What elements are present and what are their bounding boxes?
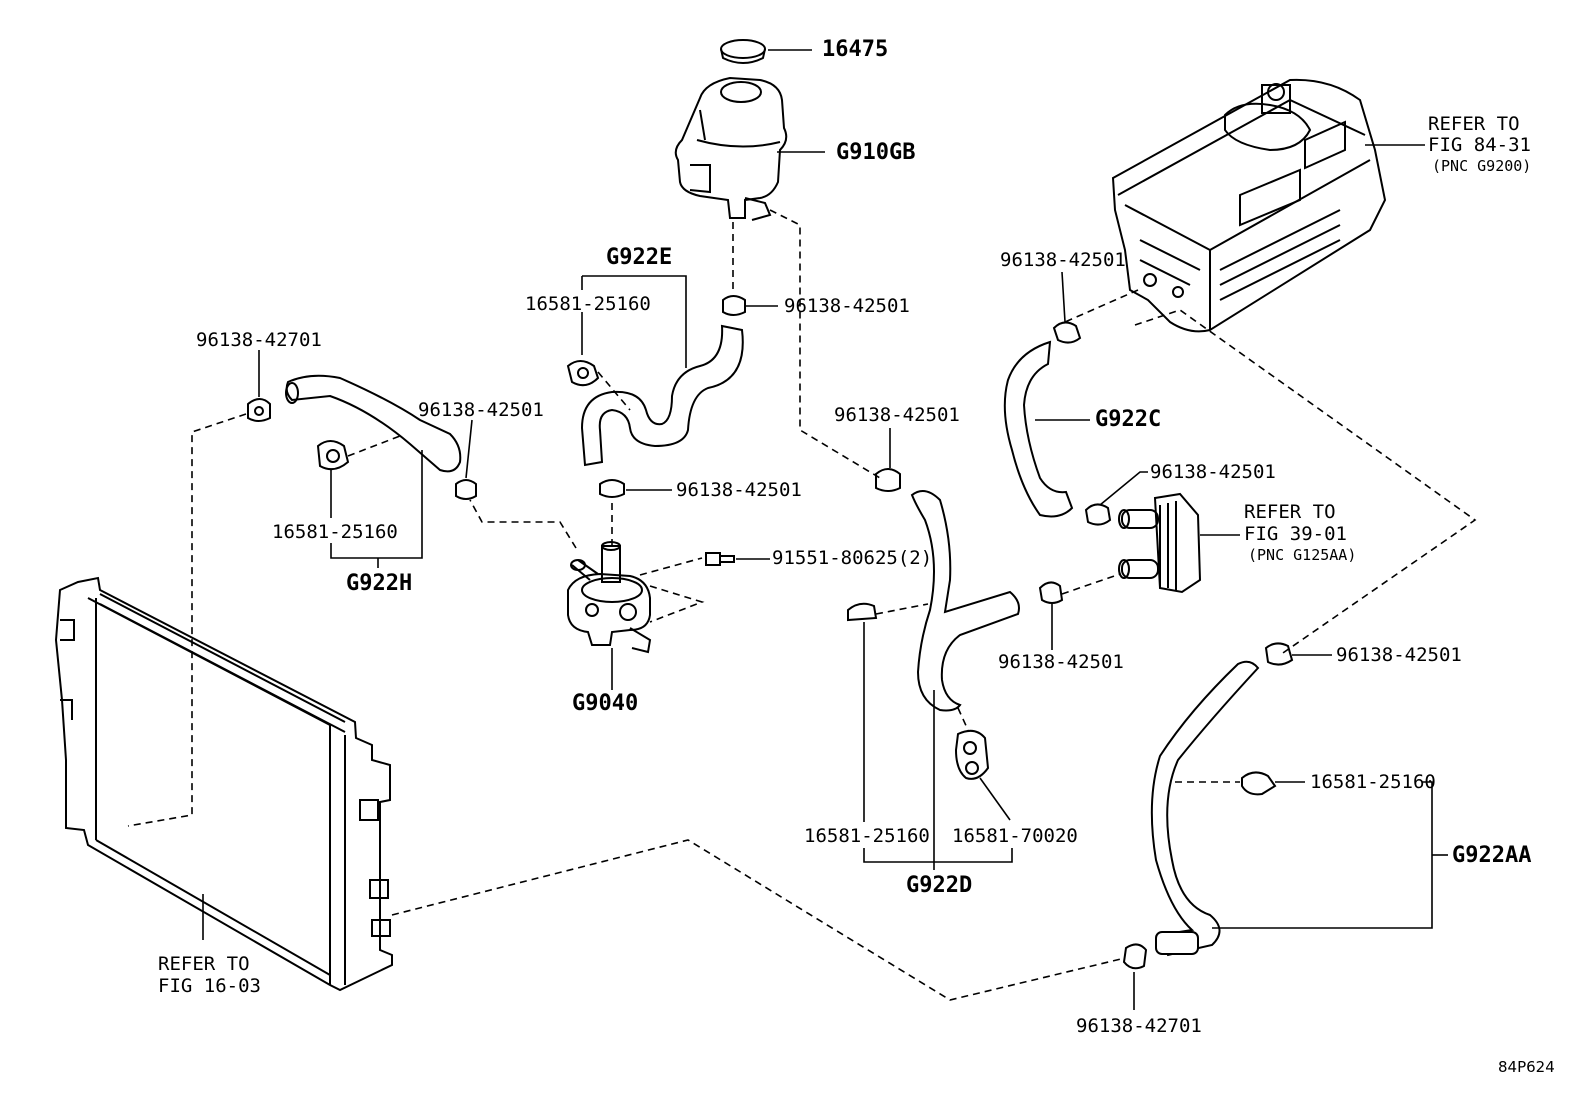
hose-g922e[interactable] [580, 324, 744, 467]
hose-g922d[interactable] [910, 490, 1020, 712]
leader-bracket [863, 848, 1013, 863]
hose-clamp[interactable] [1052, 321, 1082, 344]
leader-bracket [1212, 781, 1433, 929]
hose-clip-large[interactable] [954, 729, 990, 780]
hose-clip[interactable] [1241, 771, 1277, 796]
hose-end [1155, 931, 1199, 955]
label-clip-aa: 16581-25160 [1310, 771, 1436, 793]
label-clamp-radiator-upper: 96138-42701 [196, 329, 322, 351]
leader-line [465, 419, 473, 479]
label-clamp-reservoir: 96138-42501 [784, 295, 910, 317]
label-clip-d-right: 16581-70020 [952, 825, 1078, 847]
connection-line [875, 603, 929, 615]
label-hose-g922h: G922H [346, 571, 413, 596]
hose-clamp[interactable] [455, 479, 477, 500]
label-inverter-ref-2: FIG 84-31 [1428, 134, 1531, 156]
hose-clamp[interactable] [1084, 503, 1112, 526]
label-clip-h: 16581-25160 [272, 521, 398, 543]
reservoir-cap[interactable] [720, 39, 766, 64]
label-clamp-aa-top: 96138-42501 [1336, 644, 1462, 666]
coolant-reservoir[interactable] [674, 76, 788, 221]
connection-line [391, 839, 1126, 1001]
label-inverter-ref-1: REFER TO [1428, 113, 1520, 135]
label-hose-g922c: G922C [1095, 407, 1162, 432]
connection-line [347, 435, 401, 457]
hose-end [285, 382, 299, 404]
hose-clamp[interactable] [1264, 642, 1294, 666]
connection-line [469, 499, 577, 549]
connection-line [649, 585, 705, 623]
label-inverter-ref-3: (PNC G9200) [1432, 157, 1532, 175]
label-clamp-mid-d: 96138-42501 [834, 404, 960, 426]
hose-clamp[interactable] [722, 295, 746, 316]
hose-g922aa[interactable] [1150, 660, 1260, 957]
bolt[interactable] [704, 552, 735, 566]
connection-line [769, 209, 881, 479]
oil-cooler[interactable] [1118, 492, 1202, 594]
connection-line [1061, 573, 1121, 595]
hose-clamp[interactable] [875, 468, 901, 492]
label-clamp-cooler-in: 96138-42501 [1150, 461, 1276, 483]
leader-bracket [581, 275, 687, 368]
connection-line [639, 557, 703, 576]
label-clamp-cooler-out: 96138-42501 [998, 651, 1124, 673]
diagram-id: 84P624 [1498, 1058, 1555, 1076]
inverter-assembly[interactable] [1111, 78, 1387, 333]
label-clamp-inverter: 96138-42501 [1000, 249, 1126, 271]
label-cap: 16475 [822, 37, 889, 62]
label-clamp-aa-bottom: 96138-42701 [1076, 1015, 1202, 1037]
water-pump[interactable] [567, 541, 652, 654]
label-hose-g922aa: G922AA [1452, 843, 1532, 868]
hose-clip[interactable] [847, 602, 878, 622]
label-bolt: 91551-80625(2) [772, 547, 933, 569]
label-radiator-ref-1: REFER TO [158, 953, 250, 975]
connection-line [1064, 289, 1139, 323]
hose-clamp[interactable] [1122, 943, 1148, 970]
leader-bracket [330, 450, 423, 559]
hose-clamp[interactable] [599, 479, 625, 498]
label-clip-d-left: 16581-25160 [804, 825, 930, 847]
label-clip-e: 16581-25160 [525, 293, 651, 315]
label-reservoir: G910GB [836, 140, 916, 165]
connection-line [1134, 309, 1477, 656]
hose-clamp[interactable] [247, 398, 271, 422]
label-cooler-ref-2: FIG 39-01 [1244, 523, 1347, 545]
label-hose-g922d: G922D [906, 873, 973, 898]
label-pump: G9040 [572, 691, 639, 716]
connection-line [597, 371, 631, 411]
label-radiator-ref-2: FIG 16-03 [158, 975, 261, 997]
radiator[interactable] [54, 576, 393, 992]
label-clamp-pump: 96138-42501 [676, 479, 802, 501]
connection-line [957, 707, 969, 731]
hose-g922c[interactable] [1003, 340, 1074, 518]
leader-line [1099, 471, 1148, 506]
hose-clamp[interactable] [1038, 581, 1064, 604]
hose-clip[interactable] [566, 360, 600, 387]
label-cooler-ref-1: REFER TO [1244, 501, 1336, 523]
leader-line [979, 777, 1011, 821]
leader-line [1061, 271, 1066, 323]
hose-g922h[interactable] [285, 374, 462, 473]
hose-clip[interactable] [316, 440, 350, 471]
connection-line [127, 413, 247, 827]
label-cooler-ref-3: (PNC G125AA) [1248, 546, 1357, 564]
label-hose-g922e: G922E [606, 245, 673, 270]
label-clamp-h-end: 96138-42501 [418, 399, 544, 421]
